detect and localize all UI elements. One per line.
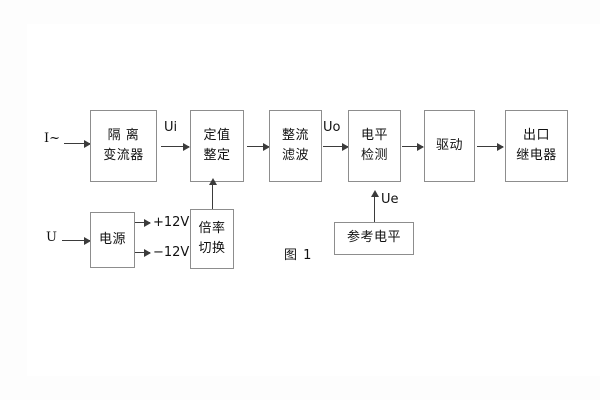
block-rectify-filter-line-2: 滤波 xyxy=(281,148,309,163)
signal-uo-label: Uo xyxy=(323,120,341,135)
connector-level-to-drive xyxy=(402,142,424,151)
block-output-relay: 出口 继电器 xyxy=(505,110,568,182)
voltage-input-label: U xyxy=(46,230,57,245)
block-setting-value-line-1: 定值 xyxy=(203,127,231,143)
block-isolation-ct-line-2: 变流器 xyxy=(103,148,144,163)
block-level-detect: 电平 检测 xyxy=(348,110,401,182)
block-output-relay-line-1: 出口 xyxy=(522,127,550,143)
block-setting-value: 定值 整定 xyxy=(190,110,244,182)
block-isolation-ct-line-1: 隔 离 xyxy=(107,127,140,143)
connector-multiplier-to-setting xyxy=(208,178,217,209)
block-isolation-ct: 隔 离 变流器 xyxy=(90,110,157,182)
block-multiplier-switch: 倍率 切换 xyxy=(190,209,234,269)
voltage-input-arrow xyxy=(62,236,91,245)
rail-pos-label: +12V xyxy=(153,215,190,230)
signal-uo-arrow xyxy=(323,142,349,151)
current-input-label: I~ xyxy=(44,131,61,146)
block-output-relay-line-2: 继电器 xyxy=(516,148,557,163)
block-rectify-filter: 整流 滤波 xyxy=(269,110,322,182)
rail-neg-label: −12V xyxy=(153,245,190,260)
block-reference-level: 参考电平 xyxy=(334,222,414,255)
signal-ui-arrow xyxy=(161,142,190,151)
block-level-detect-line-1: 电平 xyxy=(360,127,388,143)
rail-neg-arrow xyxy=(141,248,151,257)
block-level-detect-line-2: 检测 xyxy=(360,148,388,163)
rail-pos-arrow xyxy=(141,218,151,227)
block-drive-line-1: 驱动 xyxy=(435,137,463,153)
connector-drive-to-output xyxy=(477,142,504,151)
block-reference-level-line-1: 参考电平 xyxy=(346,230,401,246)
connector-setting-to-rectify xyxy=(247,142,270,151)
page-plate xyxy=(27,24,600,376)
connector-reference-to-level-detect xyxy=(370,190,379,222)
current-input-arrow xyxy=(64,139,91,148)
block-rectify-filter-line-1: 整流 xyxy=(281,127,309,143)
block-setting-value-line-2: 整定 xyxy=(203,148,231,163)
figure-caption: 图 1 xyxy=(284,248,313,263)
block-power-supply-line-1: 电源 xyxy=(98,231,126,247)
block-multiplier-switch-line-2: 切换 xyxy=(198,241,226,256)
signal-ue-label: Ue xyxy=(381,192,399,207)
block-multiplier-switch-line-1: 倍率 xyxy=(198,220,226,236)
block-drive: 驱动 xyxy=(424,110,475,182)
block-power-supply: 电源 xyxy=(90,212,135,268)
signal-ui-label: Ui xyxy=(164,120,178,135)
